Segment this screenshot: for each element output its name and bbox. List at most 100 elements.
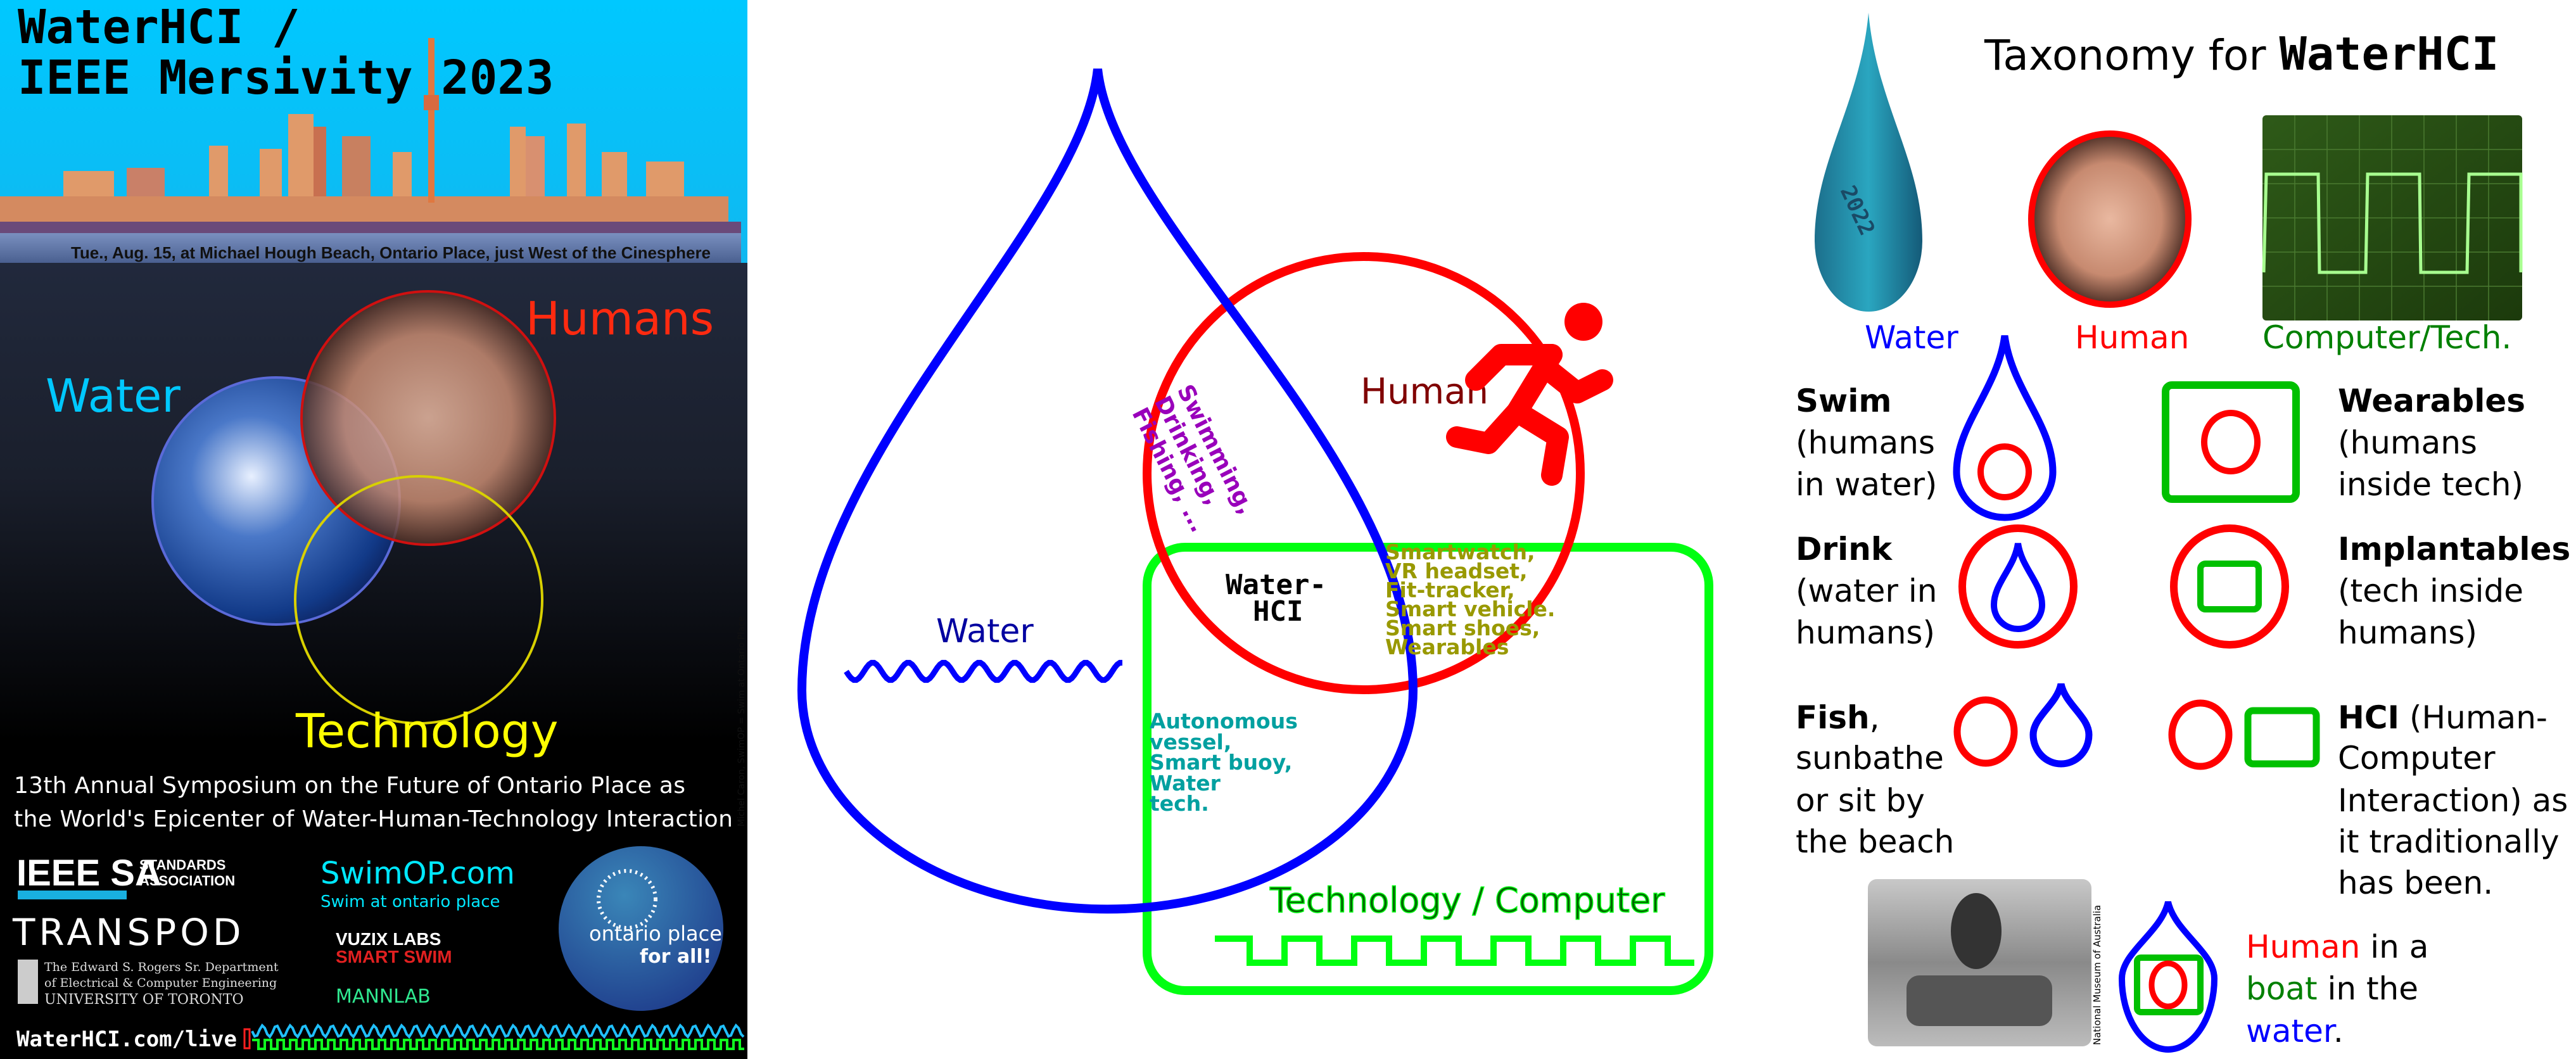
- swim-desc: (humans: [1796, 424, 1935, 461]
- human-circle-icon: [1958, 524, 2078, 649]
- venn-item: Fit-tracker,: [1385, 578, 1515, 602]
- swim-heading: Swim: [1796, 383, 1891, 419]
- poster-photo-credit: Michel Caron, SwimOP = Swim at Ontario P…: [737, 616, 747, 827]
- swim-entry: Swim (humans in water): [1796, 335, 2057, 521]
- implantables-heading: Implantables: [2338, 531, 2570, 568]
- tech-rect-icon: [2162, 381, 2300, 503]
- human-set-circle: [1143, 252, 1585, 694]
- toronto-skyline-image: [0, 38, 741, 263]
- boat-line3: water.: [2246, 1013, 2344, 1049]
- venn-item: VR headset,: [1385, 559, 1528, 583]
- square-wave-icon: [1215, 935, 1694, 966]
- symposium-line1: 13th Annual Symposium on the Future of O…: [14, 773, 685, 799]
- human-tech-list: Smartwatch, VR headset, Fit-tracker, Sma…: [1385, 540, 1555, 659]
- ieee-sa-text: IEEE SA: [16, 853, 162, 894]
- human-circle-icon: [2168, 699, 2233, 770]
- venn-center-line2: HCI: [1253, 595, 1303, 628]
- poster-title-line1: WaterHCI /: [18, 0, 300, 54]
- water-set-drop: [797, 68, 1418, 914]
- taxonomy-human-label: Human: [2075, 319, 2189, 356]
- venn-tech-label: Technology / Computer: [1269, 880, 1665, 920]
- running-person-icon: [1446, 303, 1613, 486]
- hci-after: (Human-: [2399, 699, 2547, 736]
- boat-human-word: Human: [2246, 929, 2360, 965]
- water-drop-icon: [1990, 543, 2046, 632]
- hci-desc: has been.: [2338, 865, 2493, 901]
- wearables-entry: Wearables (humans inside tech): [2162, 381, 2525, 503]
- uoft-line1: The Edward S. Rogers Sr. Department: [44, 960, 279, 974]
- water-drop-icon: [1953, 335, 2057, 521]
- raft-person-silhouette: [1951, 893, 2002, 969]
- fish-heading: Fish,: [1796, 699, 1880, 736]
- hci-bold: HCI: [2338, 699, 2399, 736]
- taxonomy-title: Taxonomy for WaterHCI: [1984, 27, 2499, 80]
- venn-item: Smart shoes,: [1385, 616, 1540, 640]
- boat-boat-word: boat: [2246, 970, 2318, 1007]
- human-marker-icon: [243, 1028, 251, 1049]
- fish-entry: Fish, sunbathe or sit by the beach: [1796, 683, 2093, 860]
- human-face-image: [2028, 130, 2192, 308]
- event-poster: Michel Caron, SwimOP = Swim at Ontario P…: [0, 0, 747, 1059]
- poster-url[interactable]: WaterHCI.com/live: [16, 1027, 237, 1052]
- ieee-sa-logo: IEEE SA STANDARDS ASSOCIATION: [16, 853, 235, 899]
- smart-swim-logo: SMART SWIM: [336, 947, 452, 967]
- hci-desc: it traditionally: [2338, 823, 2560, 860]
- uoft-line2: of Electrical & Computer Engineering: [44, 976, 277, 990]
- fish-after: ,: [1870, 699, 1880, 736]
- swimop-subtitle: Swim at ontario place: [320, 892, 500, 911]
- hci-heading: HCI (Human-: [2338, 699, 2547, 736]
- photo-credit: National Museum of Australia: [2091, 905, 2103, 1045]
- ieee-sa-sub1: STANDARDS: [139, 857, 225, 873]
- water-wave-icon: [844, 659, 1122, 683]
- drink-entry: Drink (water in humans): [1796, 524, 2078, 651]
- oscilloscope-image: [2262, 115, 2523, 320]
- human-circle-icon: [2201, 410, 2261, 474]
- venn-item: Water: [1150, 771, 1221, 796]
- boat-text: .: [2333, 1013, 2344, 1049]
- drink-desc: humans): [1796, 614, 1935, 651]
- venn-item: Wearables: [1385, 635, 1509, 659]
- human-face-image: [300, 290, 556, 546]
- vuzix-labs-logo: VUZIX LABS: [336, 929, 441, 949]
- taxonomy-title-bold: WaterHCI: [2280, 27, 2499, 80]
- tech-rect-icon: [2134, 954, 2204, 1015]
- wearables-desc: (humans: [2338, 424, 2477, 461]
- water-drop-icon: [2118, 901, 2218, 1053]
- poster-title-line2: IEEE Mersivity 2023: [18, 51, 554, 105]
- technology-circle: [294, 475, 543, 725]
- boat-water-word: water: [2246, 1013, 2337, 1049]
- taxonomy-tech-label: Computer/Tech.: [2262, 319, 2511, 356]
- fish-desc: the beach: [1796, 823, 1954, 860]
- fish-desc: or sit by: [1796, 782, 1925, 819]
- fish-bold: Fish: [1796, 699, 1870, 736]
- venn-center-line1: Water-: [1226, 569, 1326, 601]
- human-circle-icon: [2170, 524, 2289, 649]
- venn-water-label: Water: [936, 612, 1034, 650]
- for-all-text: for all!: [640, 946, 711, 968]
- venn-diagram: Water Human Swimming, Drinking, Fishing,…: [797, 68, 1713, 995]
- taxonomy-title-prefix: Taxonomy for: [1984, 31, 2280, 80]
- water-sine-wave: [251, 1023, 745, 1039]
- uoft-line3: UNIVERSITY OF TORONTO: [44, 992, 244, 1008]
- wearables-desc: inside tech): [2338, 466, 2523, 503]
- boat-text: in a: [2360, 929, 2428, 965]
- ontario-place-text: ontario place: [589, 922, 722, 946]
- cinesphere-icon: [597, 869, 657, 930]
- ieee-sa-sub2: ASSOCIATION: [139, 873, 235, 889]
- taxonomy-panel: Taxonomy for WaterHCI 2022 Water Human C…: [1796, 13, 2570, 1053]
- tech-rect-icon: [2244, 707, 2320, 768]
- venn-item: Smart vehicle.: [1385, 597, 1555, 621]
- venn-item: Autonomous: [1150, 709, 1298, 733]
- transpod-logo: TRANSPOD: [12, 911, 245, 954]
- technology-set-rect: [1143, 543, 1713, 995]
- water-drop-image: [1815, 13, 1922, 312]
- human-circle-icon: [2148, 960, 2188, 1010]
- drink-heading: Drink: [1796, 531, 1893, 568]
- implantables-desc: (tech inside: [2338, 573, 2523, 609]
- poster-label-humans: Humans: [526, 292, 714, 345]
- water-drop-icon: [2029, 683, 2093, 768]
- boat-line1: Human in a: [2246, 929, 2428, 965]
- boat-entry: National Museum of Australia Human in a …: [1868, 879, 2428, 1053]
